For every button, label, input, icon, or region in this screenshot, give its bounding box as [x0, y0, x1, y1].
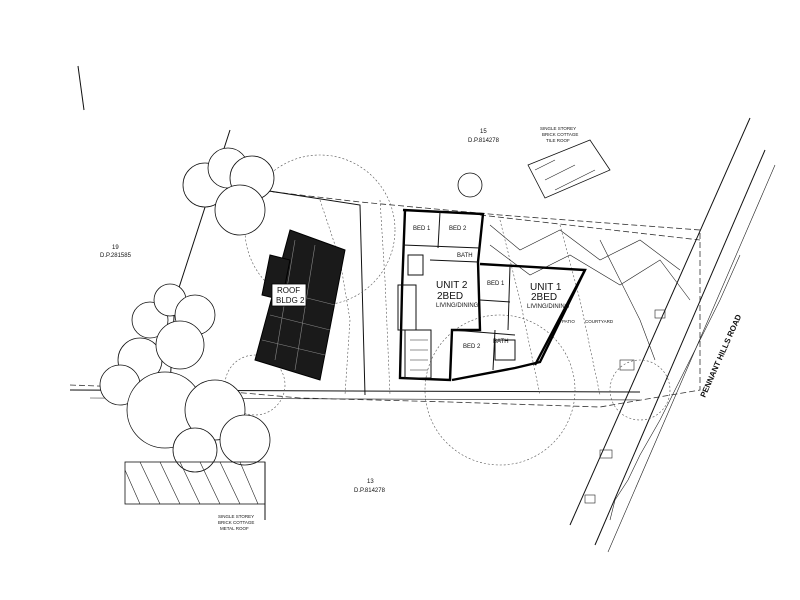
unit-2-name: UNIT 2 [436, 280, 468, 291]
lot-north-number: 15 [480, 129, 487, 135]
room-bed2-unit2: BED 2 [449, 226, 467, 232]
lot-west-number: 19 [112, 245, 119, 251]
room-bath-unit2: BATH [457, 253, 473, 259]
unit-2-use: LIVING/DINING [436, 303, 479, 309]
unit-2-type: 2BED [437, 291, 463, 302]
lot-south-number: 13 [367, 479, 374, 485]
rear-boundary [229, 184, 366, 396]
patio-label: PATIO [562, 319, 575, 324]
unit-1-type: 2BED [531, 292, 557, 303]
roof-label-1: ROOF [277, 286, 300, 295]
south-house-note-2: BRICK COTTAGE [218, 520, 254, 525]
site-boundary [69, 187, 701, 408]
south-house-note-1: SINGLE STOREY [218, 514, 254, 519]
unit-1-floorplan [451, 262, 587, 382]
room-bed1-unit2: BED 1 [413, 226, 431, 232]
room-bed2-unit1: BED 2 [463, 344, 481, 350]
neighbour-house-south [124, 461, 266, 520]
north-arrow [77, 65, 85, 111]
neighbour-house-north [527, 139, 611, 199]
room-bed1-unit1: BED 1 [487, 281, 505, 287]
road-edge-2 [594, 149, 766, 546]
unit-1-use: LIVING/DINING [527, 304, 570, 310]
tree-group-south [99, 283, 271, 473]
road-edge-3 [607, 164, 776, 553]
north-house-note-3: TILE ROOF [546, 138, 570, 143]
tree-group-north [182, 147, 483, 236]
north-house-note-2: BRICK COTTAGE [542, 132, 578, 137]
lot-west-dp: D.P.281585 [100, 253, 132, 259]
south-house-note-3: METAL ROOF [220, 526, 249, 531]
courtyard-label: COURTYARD [585, 319, 614, 324]
lot-south-dp: D.P.814278 [354, 488, 386, 494]
lot-north-dp: D.P.814278 [468, 138, 500, 144]
roof-bldg-2 [254, 229, 346, 381]
roof-label-2: BLDG 2 [276, 296, 305, 305]
room-bath-unit1: BATH [493, 339, 509, 345]
road-markers [584, 309, 666, 504]
unit-1-name: UNIT 1 [530, 282, 562, 293]
north-house-note-1: SINGLE STOREY [540, 126, 576, 131]
